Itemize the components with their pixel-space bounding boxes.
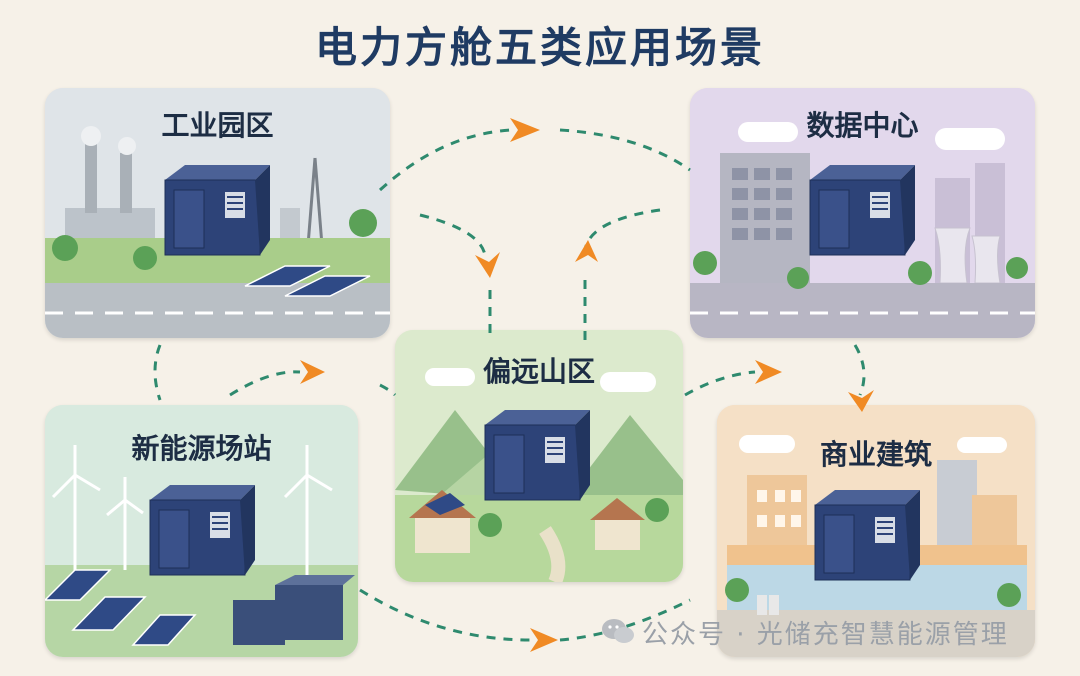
scene-label-renewable: 新能源场站 [131,432,272,465]
scene-label-industrial: 工业园区 [161,109,274,142]
arrow-head [510,118,540,142]
power-cabinet-icon [809,165,915,256]
arrow-head [530,628,558,652]
arrow-renewable-to-commercial [359,588,531,642]
scene-label-commercial: 商业建筑 [819,438,932,471]
page-title: 电力方舱五类应用场景 [314,23,765,72]
power-cabinet-icon [814,490,920,581]
cloud-decoration [957,437,1007,453]
arrow-renewable-to-remote-2 [379,383,397,397]
arrow-industrial-to-datacenter [378,128,511,192]
cloud-decoration [935,128,1005,150]
power-cabinet-icon [164,165,270,256]
arrow-head [300,360,325,384]
arrow-renewable-to-remote [229,370,301,397]
arrow-datacenter-to-commercial [853,344,866,396]
scene-renewable-station: 新能源场站 [45,405,358,657]
wind-turbine-icon [45,405,358,657]
arrow-head [475,252,500,278]
arrow-head [575,240,598,262]
watermark-text: 公众号 · 光储充智慧能源管理 [642,620,1009,650]
scene-label-datacenter: 数据中心 [806,109,919,142]
cloud-decoration [739,435,795,453]
house-icon [409,490,476,553]
power-cabinet-icon [484,410,590,501]
scene-label-remote: 偏远山区 [482,355,595,388]
arrow-datacenter-to-remote [583,208,661,251]
power-cabinet-icon [149,485,255,576]
arrow-industrial-to-remote [419,213,487,256]
wechat-icon [602,619,634,643]
cloud-decoration [425,368,475,386]
cloud-decoration [738,122,798,142]
cloud-decoration [600,372,656,392]
arrow-head [755,360,782,384]
arrow-to-datacenter [559,128,691,172]
arrow-remote-to-commercial [684,370,756,397]
arrow-industrial-to-renewable [153,344,162,401]
